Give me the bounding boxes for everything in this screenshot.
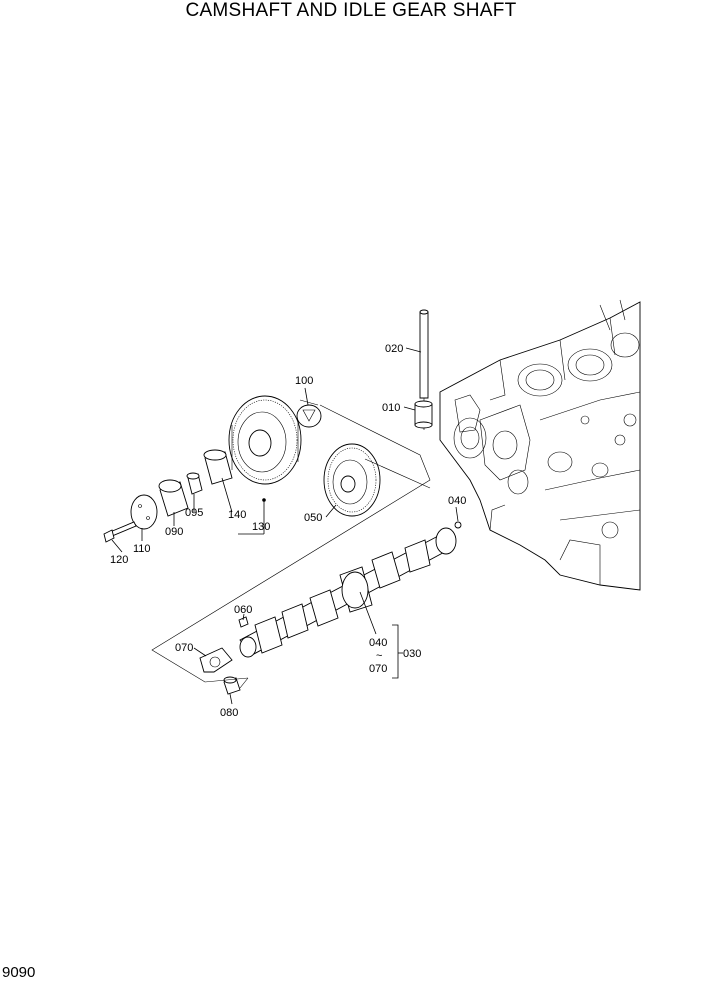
part-110-plate bbox=[130, 494, 158, 530]
callout-140: 140 bbox=[228, 509, 246, 521]
part-080-bolt bbox=[223, 676, 241, 695]
callout-040-top: 040 bbox=[448, 495, 466, 507]
callout-090: 090 bbox=[165, 526, 183, 538]
part-large-gear bbox=[228, 395, 302, 485]
callout-100: 100 bbox=[295, 375, 313, 387]
callout-060: 060 bbox=[234, 604, 252, 616]
callout-range-separator: ~ bbox=[376, 650, 382, 662]
page-title: CAMSHAFT AND IDLE GEAR SHAFT bbox=[185, 0, 517, 21]
part-100-plate bbox=[296, 404, 322, 428]
callout-020: 020 bbox=[385, 343, 403, 355]
callout-080: 080 bbox=[220, 707, 238, 719]
callout-010: 010 bbox=[382, 402, 400, 414]
part-070-plate bbox=[199, 647, 233, 673]
part-120-bolt bbox=[103, 521, 137, 543]
part-140-bushing bbox=[203, 449, 233, 485]
callout-040-range: 040 bbox=[369, 637, 387, 649]
part-090-shaft bbox=[158, 479, 189, 517]
callout-095: 095 bbox=[185, 507, 203, 519]
callout-120: 120 bbox=[110, 554, 128, 566]
callout-130: 130 bbox=[252, 521, 270, 533]
leader-lines bbox=[111, 347, 459, 705]
part-010-bushing bbox=[414, 400, 433, 429]
reference-lines bbox=[151, 399, 431, 689]
part-040-oring bbox=[454, 521, 462, 529]
page-number: 9090 bbox=[2, 964, 36, 981]
part-050-gear bbox=[323, 443, 381, 517]
part-020-pin bbox=[419, 309, 429, 430]
callout-070-range: 070 bbox=[369, 663, 387, 675]
callout-030: 030 bbox=[403, 648, 421, 660]
callout-070-left: 070 bbox=[175, 642, 193, 654]
callout-050: 050 bbox=[304, 512, 322, 524]
callout-labels: 020 010 100 040 140 130 050 095 090 110 … bbox=[110, 343, 466, 719]
part-095 bbox=[186, 472, 203, 495]
callout-110: 110 bbox=[133, 543, 151, 555]
engine-block bbox=[439, 299, 641, 591]
part-030-camshaft bbox=[239, 527, 457, 658]
